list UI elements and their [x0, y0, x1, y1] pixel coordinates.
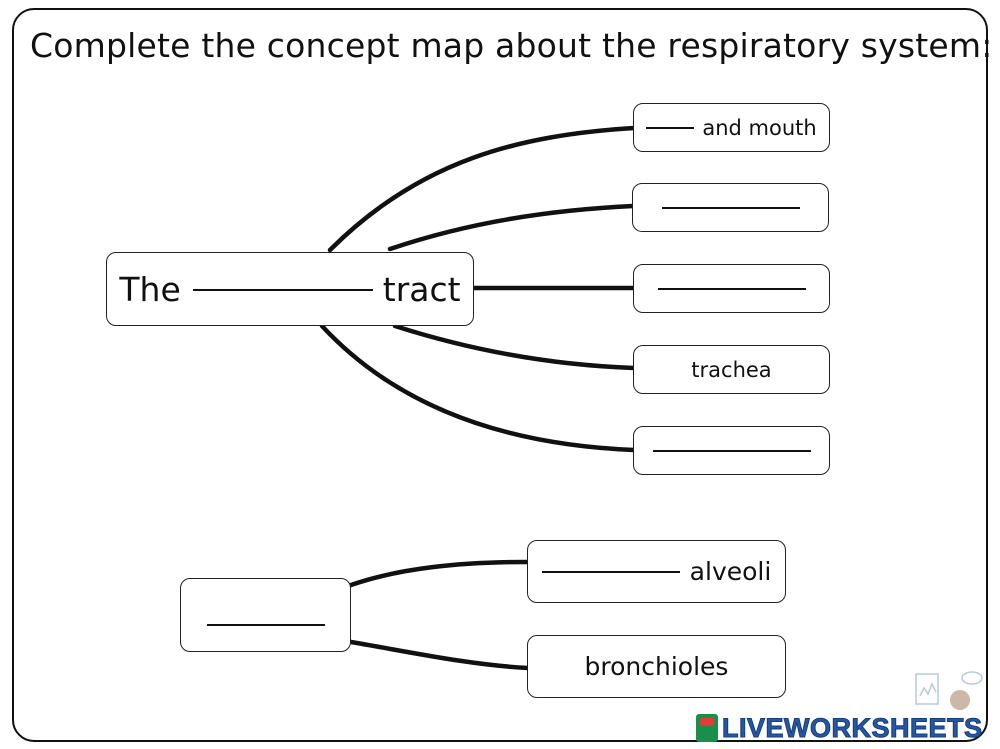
- page-title: Complete the concept map about the respi…: [30, 26, 993, 65]
- branch-node-blank-5: [633, 426, 830, 475]
- branch-node-nose-label: and mouth: [702, 115, 817, 140]
- branch-node-blank-3-blank[interactable]: [657, 287, 806, 290]
- center-node-suffix: tract: [382, 269, 461, 309]
- center-node-blank[interactable]: [192, 288, 373, 291]
- branch-node-trachea: trachea: [633, 345, 830, 394]
- lower-child-alveoli-blank[interactable]: [541, 570, 680, 573]
- branch-node-blank-2-blank[interactable]: [661, 206, 800, 209]
- branch-node-trachea-label: trachea: [691, 357, 772, 382]
- center-node: The tract: [106, 252, 474, 326]
- lower-root-blank[interactable]: [206, 623, 325, 626]
- lower-root-node: [180, 578, 351, 652]
- lower-child-bronchioles: bronchioles: [527, 635, 786, 698]
- worksheet-frame: [12, 8, 988, 742]
- lower-child-bronchioles-label: bronchioles: [584, 652, 729, 681]
- logo-text: LIVEWORKSHEETS: [722, 712, 983, 743]
- branch-node-blank-3: [633, 264, 830, 313]
- center-node-prefix: The: [119, 269, 181, 309]
- branch-node-blank-5-blank[interactable]: [652, 449, 811, 452]
- lower-child-alveoli-label: alveoli: [689, 557, 772, 586]
- lower-child-alveoli: alveoli: [527, 540, 786, 603]
- branch-node-nose-blank[interactable]: [646, 126, 695, 129]
- branch-node-blank-2: [632, 183, 829, 232]
- mascot-figure-icon: [915, 671, 983, 710]
- liveworksheets-logo: LIVEWORKSHEETS: [696, 710, 983, 746]
- live-badge-icon: [696, 714, 718, 742]
- branch-node-nose: and mouth: [633, 103, 830, 152]
